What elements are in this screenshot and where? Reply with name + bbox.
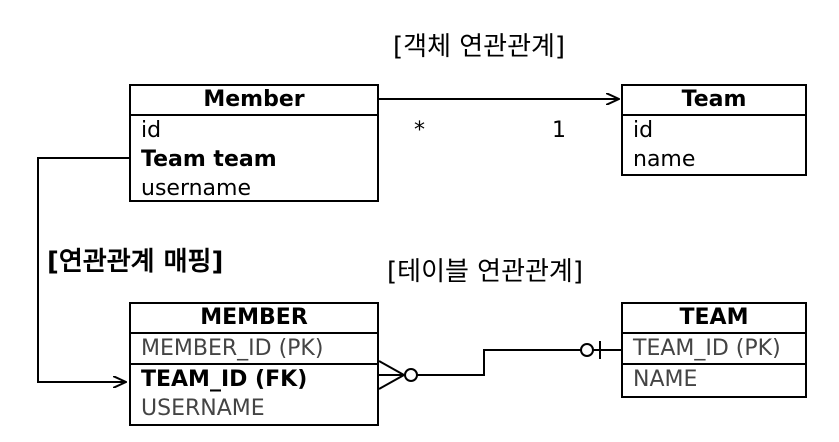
team-table-title: TEAM — [623, 304, 805, 334]
member-entity-title: Member — [131, 86, 377, 116]
member-table-box[interactable]: MEMBER MEMBER_ID (PK) TEAM_ID (FK) USERN… — [129, 302, 379, 426]
member-field-id: id — [141, 118, 162, 143]
object-relation-caption: [객체 연관관계] — [393, 32, 566, 62]
team-column-pk: TEAM_ID (PK) — [623, 334, 805, 365]
table-relation-caption: [테이블 연관관계] — [387, 257, 583, 287]
table-relation-line — [378, 341, 621, 390]
member-entity-box[interactable]: Member id Team team username — [129, 84, 379, 202]
team-entity-title: Team — [623, 86, 805, 116]
team-field-name: name — [633, 147, 696, 172]
member-column-pk: MEMBER_ID (PK) — [131, 334, 377, 365]
team-table-box[interactable]: TEAM TEAM_ID (PK) NAME — [621, 302, 807, 398]
member-column-fk: TEAM_ID (FK) — [141, 367, 308, 392]
member-table-title: MEMBER — [131, 304, 377, 334]
mapping-connector-line — [37, 157, 129, 382]
team-field-id: id — [633, 118, 654, 143]
member-column-username: USERNAME — [141, 396, 265, 421]
team-multiplicity: 1 — [552, 118, 566, 143]
mapping-caption: [연관관계 매핑] — [47, 247, 224, 277]
member-field-username: username — [141, 176, 251, 201]
team-entity-box[interactable]: Team id name — [621, 84, 807, 176]
member-multiplicity: * — [414, 118, 425, 143]
member-field-team: Team team — [141, 147, 277, 172]
team-column-name: NAME — [633, 367, 698, 392]
